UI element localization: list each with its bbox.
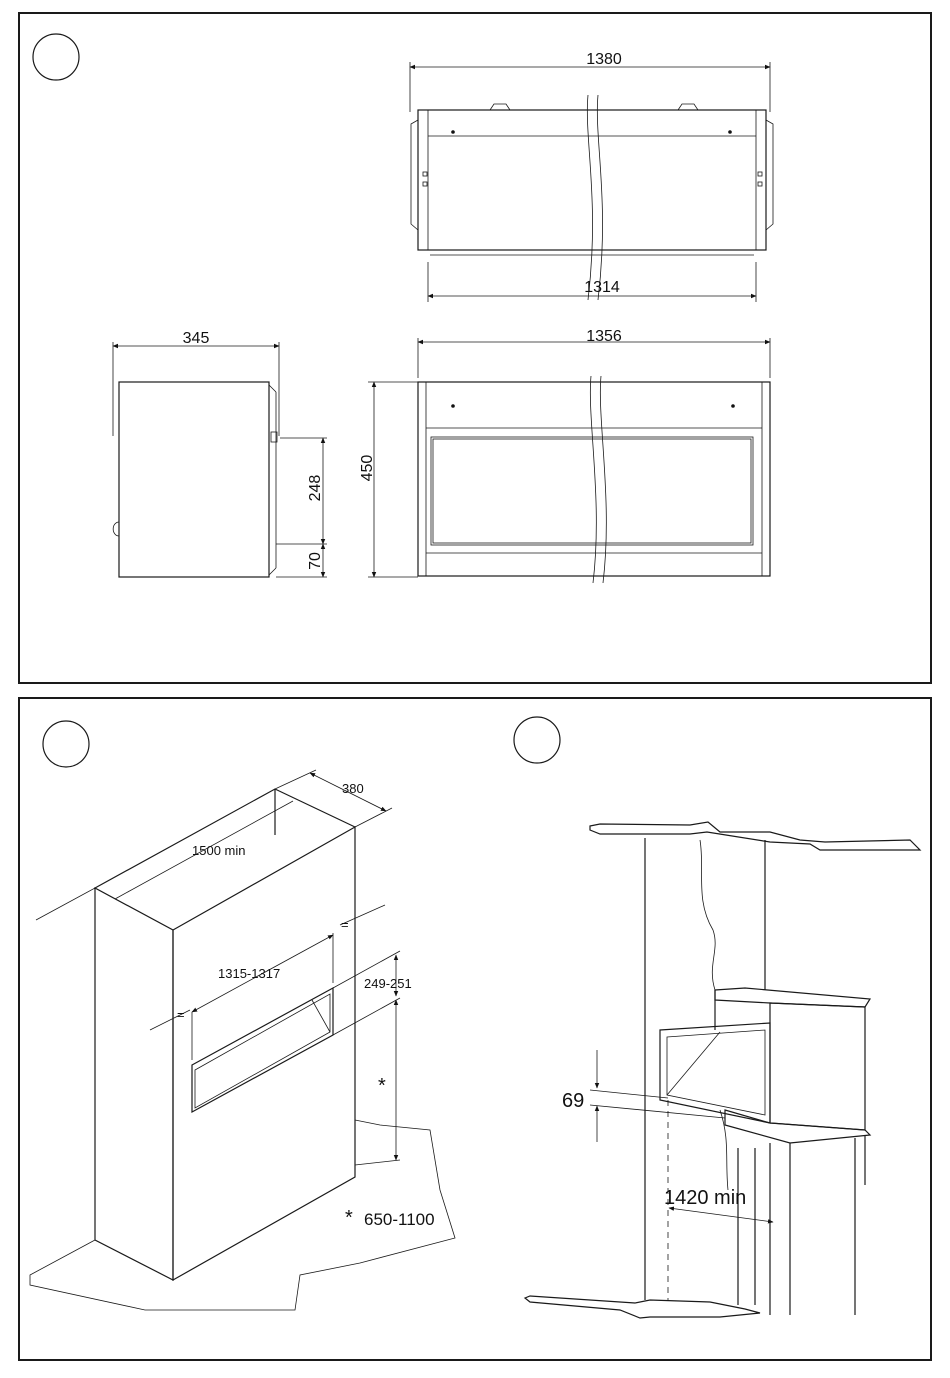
asterisk-mark: * xyxy=(378,1075,386,1097)
dim-1314: 1314 xyxy=(584,279,620,296)
side-view-unit xyxy=(113,342,327,577)
step-circle-top xyxy=(33,34,79,80)
dim-1420-min: 1420 min xyxy=(664,1187,746,1209)
dim-249-251: 249-251 xyxy=(364,976,412,991)
dim-1315-1317: 1315-1317 xyxy=(218,966,280,981)
dim-70: 70 xyxy=(307,552,324,570)
top-view-unit xyxy=(410,62,773,302)
dim-1500-min: 1500 min xyxy=(192,843,245,858)
step-circle-bottom-left xyxy=(43,721,89,767)
equal-mark-top: = xyxy=(341,917,349,932)
stand-installation-drawing xyxy=(525,822,920,1318)
bottom-panel: 380 1500 min 1315-1317 249-251 = = * * 6… xyxy=(19,698,931,1360)
top-panel: 1380 1314 345 248 70 xyxy=(19,13,931,683)
dim-450: 450 xyxy=(359,455,376,482)
dim-69: 69 xyxy=(562,1090,584,1112)
dim-1380: 1380 xyxy=(586,51,622,68)
dim-1356: 1356 xyxy=(586,328,622,345)
step-circle-bottom-right xyxy=(514,717,560,763)
equal-mark-left: = xyxy=(177,1007,185,1022)
dim-380: 380 xyxy=(342,781,364,796)
dim-345: 345 xyxy=(183,330,210,347)
front-view-unit xyxy=(368,338,770,583)
asterisk-note-symbol: * xyxy=(345,1207,353,1229)
asterisk-note-range: 650-1100 xyxy=(364,1210,435,1229)
dim-248: 248 xyxy=(307,475,324,502)
